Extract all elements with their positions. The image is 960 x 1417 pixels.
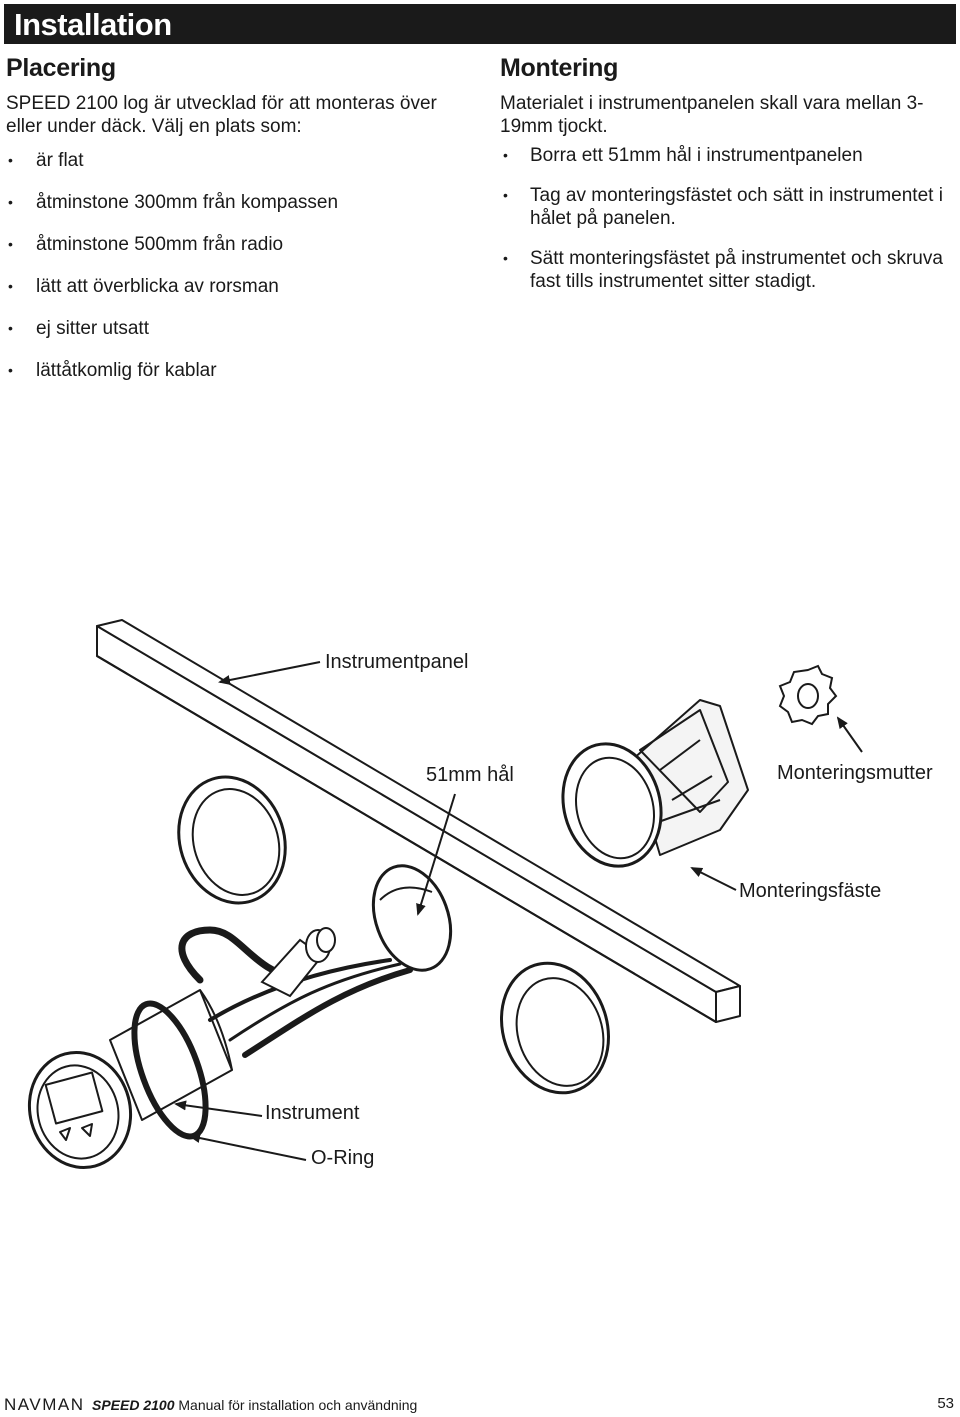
footer-manual-title: Manual för installation och användning	[178, 1397, 418, 1413]
montering-heading: Montering	[500, 54, 619, 82]
page-footer: NAVMAN SPEED 2100 Manual för installatio…	[0, 1393, 960, 1417]
list-item: lätt att överblicka av rorsman	[6, 275, 476, 298]
page-number: 53	[937, 1395, 954, 1412]
mounting-bracket	[561, 699, 749, 868]
left-instrument-ring	[177, 775, 287, 905]
label-faste: Monteringsfäste	[739, 880, 882, 902]
montering-list: Borra ett 51mm hål i instrumentpanelen T…	[500, 144, 960, 293]
label-mutter: Monteringsmutter	[777, 762, 933, 784]
footer-title: SPEED 2100 Manual för installation och a…	[92, 1397, 417, 1413]
instrument-panel-board	[96, 619, 741, 1023]
section-header-bar: Installation	[4, 4, 956, 44]
brand-logo: NAVMAN	[4, 1395, 85, 1414]
placering-intro: SPEED 2100 log är utvecklad för att mont…	[6, 93, 437, 137]
placering-column: Placering SPEED 2100 log är utvecklad fö…	[6, 50, 476, 382]
footer-model: SPEED 2100	[92, 1397, 175, 1413]
list-item: ej sitter utsatt	[6, 317, 476, 340]
installation-diagram: Instrumentpanel 51mm hål Monteringsmutte…	[0, 600, 960, 1200]
instrument-body	[27, 989, 233, 1169]
placering-list: är flat åtminstone 300mm från kompassen …	[6, 149, 476, 382]
list-item: Tag av monteringsfästet och sätt in inst…	[500, 184, 960, 230]
label-oring: O-Ring	[311, 1147, 375, 1169]
connector-plug	[260, 927, 336, 998]
installation-illustration	[27, 619, 863, 1169]
section-title: Installation	[14, 7, 172, 42]
montering-column: Montering Materialet i instrumentpanelen…	[500, 50, 960, 293]
right-instrument-ring	[500, 961, 610, 1095]
mounting-hole	[371, 864, 453, 972]
list-item: Sätt monteringsfästet på instrumentet oc…	[500, 247, 960, 293]
label-instrumentpanel: Instrumentpanel	[325, 651, 469, 673]
list-item: lättåtkomlig för kablar	[6, 359, 476, 382]
montering-intro: Materialet i instrumentpanelen skall var…	[500, 93, 924, 137]
placering-heading: Placering	[6, 54, 116, 82]
list-item: är flat	[6, 149, 476, 172]
label-instrument: Instrument	[265, 1102, 360, 1124]
callout-leaders	[174, 661, 863, 1161]
mounting-nut	[778, 664, 838, 726]
label-hole: 51mm hål	[426, 764, 514, 786]
list-item: Borra ett 51mm hål i instrumentpanelen	[500, 144, 960, 167]
list-item: åtminstone 300mm från kompassen	[6, 191, 476, 214]
list-item: åtminstone 500mm från radio	[6, 233, 476, 256]
